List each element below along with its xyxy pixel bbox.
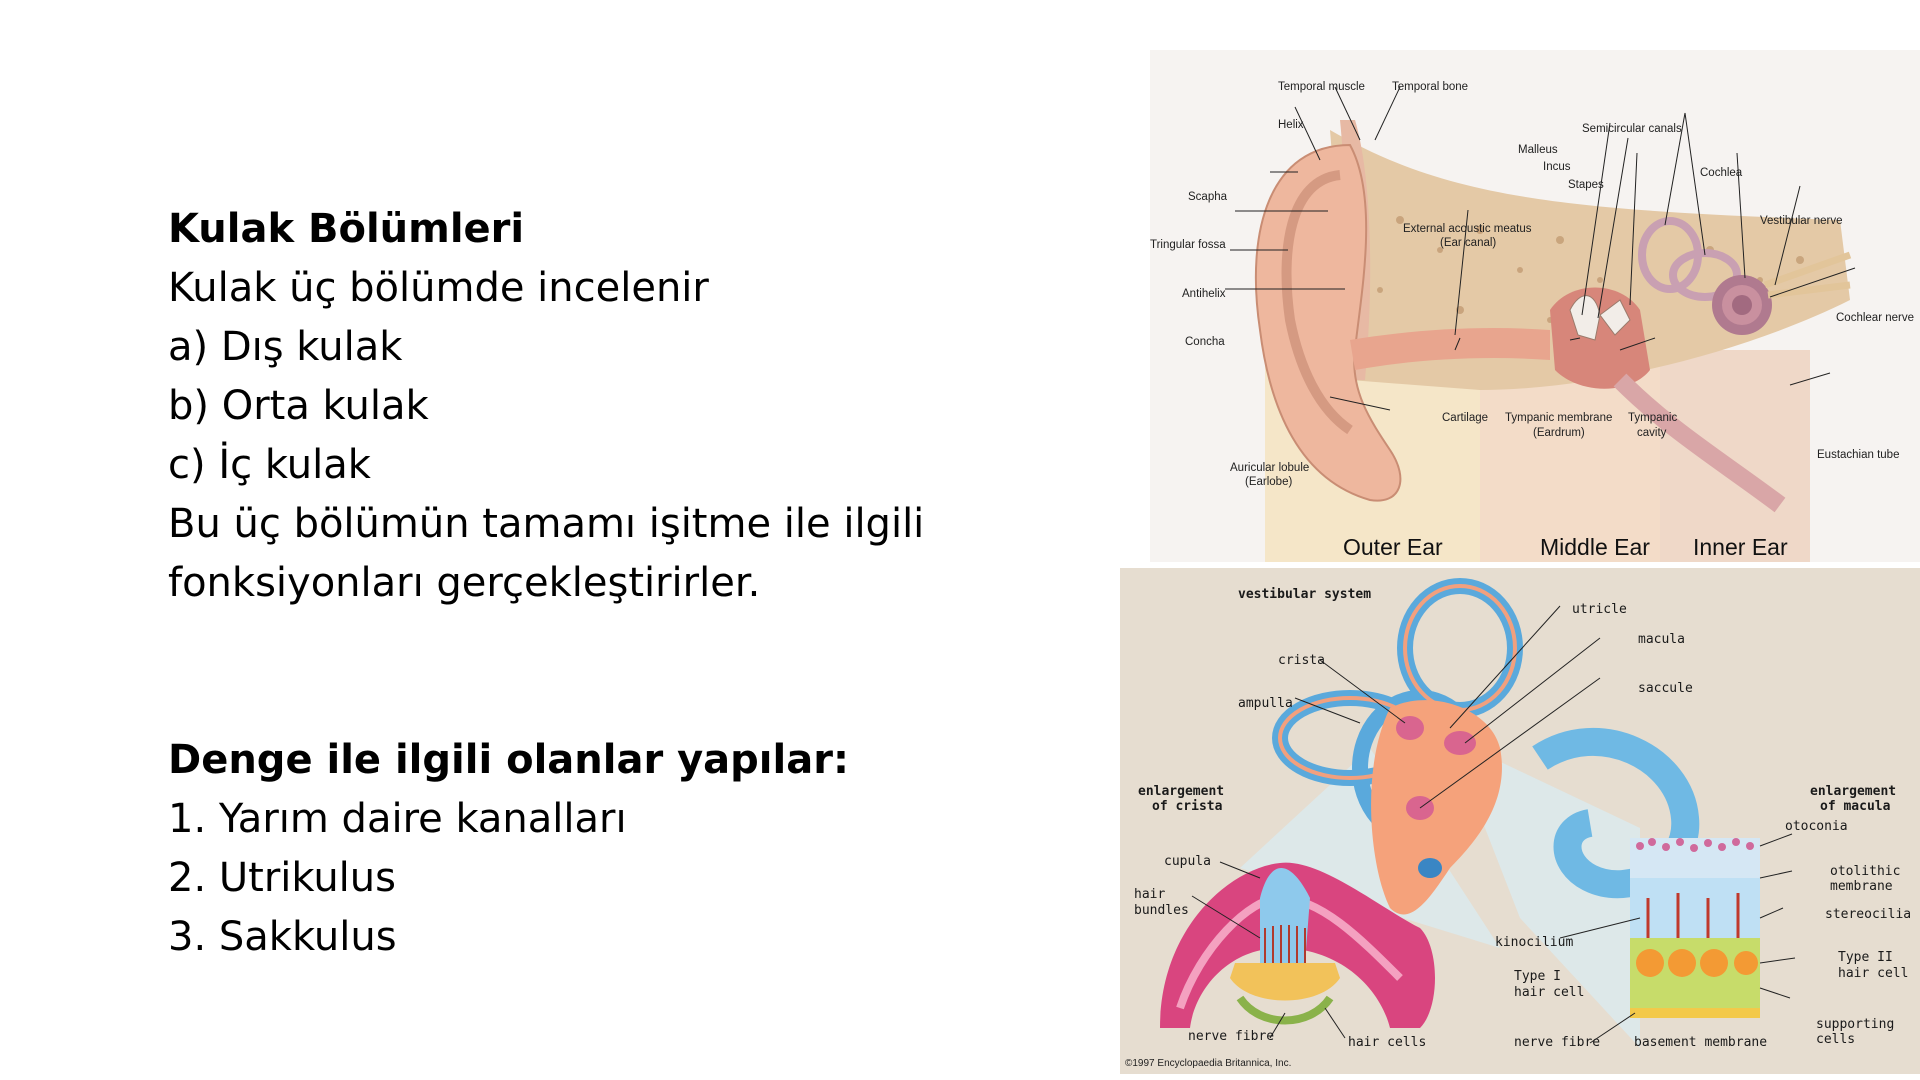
label-stereocilia: stereocilia <box>1825 907 1911 922</box>
label-tympanic-cavity-2: cavity <box>1637 427 1667 439</box>
label-eustachian-tube: Eustachian tube <box>1817 449 1899 461</box>
list-item-sakkulus: 3. Sakkulus <box>168 914 397 960</box>
label-type2-2: hair cell <box>1838 966 1908 981</box>
label-enlargement-crista-1: enlargement <box>1138 784 1224 799</box>
label-incus: Incus <box>1543 161 1571 173</box>
list-item-semicircular: 1. Yarım daire kanalları <box>168 796 627 842</box>
label-otolithic-1: otolithic <box>1830 864 1900 879</box>
label-type2-1: Type II <box>1838 950 1893 965</box>
label-antihelix: Antihelix <box>1182 288 1226 300</box>
label-saccule: saccule <box>1638 681 1693 696</box>
label-concha: Concha <box>1185 336 1225 348</box>
label-crista: crista <box>1278 653 1325 668</box>
label-external-acoustic-meatus: External acoustic meatus <box>1403 223 1532 235</box>
label-cupula: cupula <box>1164 854 1211 869</box>
ear-anatomy-figure: Temporal muscle Temporal bone Helix Semi… <box>1150 50 1920 562</box>
label-malleus: Malleus <box>1518 144 1558 156</box>
section-inner-ear: Inner Ear <box>1693 534 1788 560</box>
label-utricle: utricle <box>1572 602 1627 617</box>
label-enlargement-macula-2: of macula <box>1820 799 1891 814</box>
label-supporting-2: cells <box>1816 1032 1855 1047</box>
list-item-inner-ear: c) İç kulak <box>168 442 371 488</box>
label-auricular-lobule: Auricular lobule <box>1230 462 1309 474</box>
label-eardrum: (Eardrum) <box>1533 427 1585 439</box>
label-basement-membrane: basement membrane <box>1634 1035 1767 1050</box>
label-nerve-fibre-left: nerve fibre <box>1188 1029 1274 1044</box>
heading-ear-parts: Kulak Bölümleri <box>168 206 525 252</box>
label-hair-bundles-1: hair <box>1134 887 1165 902</box>
label-temporal-bone: Temporal bone <box>1392 81 1468 93</box>
intro-line: Kulak üç bölümde incelenir <box>168 265 709 311</box>
vestibular-system-figure: vestibular system utricle macula crista … <box>1120 568 1920 1074</box>
slide-text: Kulak Bölümleri Kulak üç bölümde incelen… <box>168 200 928 967</box>
label-scapha: Scapha <box>1188 191 1228 203</box>
label-kinocilium: kinocilium <box>1495 935 1573 950</box>
label-enlargement-macula-1: enlargement <box>1810 784 1896 799</box>
label-enlargement-crista-2: of crista <box>1152 799 1223 814</box>
label-otoconia: otoconia <box>1785 819 1848 834</box>
label-temporal-muscle: Temporal muscle <box>1278 81 1365 93</box>
label-ampulla: ampulla <box>1238 696 1293 711</box>
title-vestibular-system: vestibular system <box>1238 587 1371 602</box>
label-tringular-fossa: Tringular fossa <box>1150 239 1226 251</box>
label-type1-1: Type I <box>1514 969 1561 984</box>
label-otolithic-2: membrane <box>1830 879 1893 894</box>
label-cochlear-nerve: Cochlear nerve <box>1836 312 1914 324</box>
label-cartilage: Cartilage <box>1442 412 1488 424</box>
copyright-note: ©1997 Encyclopaedia Britannica, Inc. <box>1125 1058 1291 1069</box>
label-earlobe: (Earlobe) <box>1245 476 1292 488</box>
label-vestibular-nerve: Vestibular nerve <box>1760 215 1842 227</box>
list-item-middle-ear: b) Orta kulak <box>168 383 429 429</box>
label-ear-canal: (Ear canal) <box>1440 237 1496 249</box>
label-stapes: Stapes <box>1568 179 1604 191</box>
heading-balance-structures: Denge ile ilgili olanlar yapılar: <box>168 737 849 783</box>
label-semicircular-canals: Semicircular canals <box>1582 123 1682 135</box>
label-hair-cells: hair cells <box>1348 1035 1426 1050</box>
list-item-utriculus: 2. Utrikulus <box>168 855 396 901</box>
label-supporting-1: supporting <box>1816 1017 1894 1032</box>
label-hair-bundles-2: bundles <box>1134 903 1189 918</box>
label-macula: macula <box>1638 632 1685 647</box>
label-helix: Helix <box>1278 119 1304 131</box>
description-line-1: Bu üç bölümün tamamı işitme ile ilgili <box>168 501 925 547</box>
label-cochlea: Cochlea <box>1700 167 1743 179</box>
list-item-outer-ear: a) Dış kulak <box>168 324 403 370</box>
section-middle-ear: Middle Ear <box>1540 534 1650 560</box>
label-tympanic-cavity-1: Tympanic <box>1628 412 1677 424</box>
section-outer-ear: Outer Ear <box>1343 534 1443 560</box>
label-type1-2: hair cell <box>1514 985 1584 1000</box>
label-tympanic-membrane: Tympanic membrane <box>1505 412 1612 424</box>
description-line-2: fonksiyonları gerçekleştirirler. <box>168 560 761 606</box>
label-nerve-fibre-right: nerve fibre <box>1514 1035 1600 1050</box>
